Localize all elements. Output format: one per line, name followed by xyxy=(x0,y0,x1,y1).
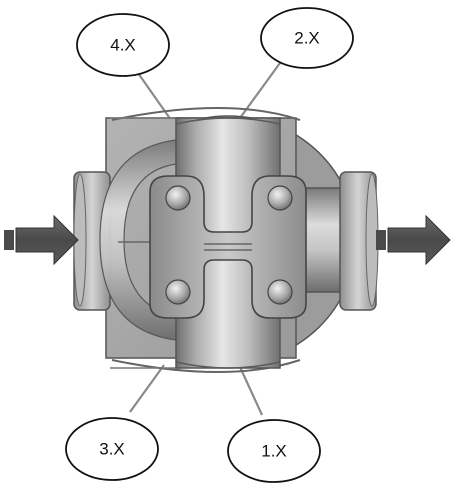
bolt-top-right xyxy=(267,185,293,211)
bolt-bottom-left xyxy=(165,279,191,305)
top-rim xyxy=(111,107,301,121)
callout-1: 1.X xyxy=(227,419,321,483)
bottom-rim xyxy=(111,359,301,373)
bolt-bottom-right xyxy=(267,279,293,305)
leader-line-3 xyxy=(129,364,165,413)
callout-3-label: 3.X xyxy=(99,439,125,458)
callout-4: 4.X xyxy=(76,13,170,77)
inlet-arrow xyxy=(4,214,79,266)
outlet-arrow xyxy=(376,214,451,266)
flow-plate xyxy=(149,175,307,319)
leader-line-1 xyxy=(239,366,263,416)
callout-4-label: 4.X xyxy=(110,35,136,54)
callout-2-label: 2.X xyxy=(294,28,320,47)
bolt-top-left xyxy=(165,185,191,211)
valve-body xyxy=(73,107,379,373)
callout-2: 2.X xyxy=(260,7,354,69)
callout-1-label: 1.X xyxy=(261,441,287,460)
callout-3: 3.X xyxy=(65,417,159,481)
